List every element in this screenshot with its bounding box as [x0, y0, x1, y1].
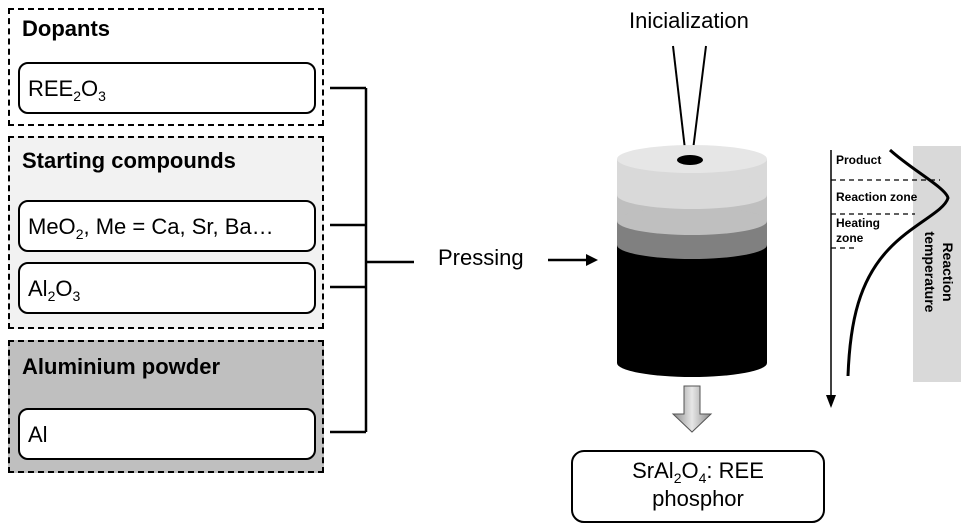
al-box: Al [18, 408, 316, 460]
pressing-label: Pressing [438, 245, 524, 270]
meo2-pre: MeO [28, 214, 76, 239]
pressing-arrow [548, 254, 598, 266]
reaction-cylinder [617, 145, 767, 377]
al2o3-box: Al2O3 [18, 262, 316, 314]
dopants-group: Dopants REE2O3 [8, 8, 324, 126]
ignition-point [677, 155, 703, 165]
result-line2: phosphor [652, 486, 744, 511]
result-mid: O [681, 458, 699, 483]
zone-reaction: Reaction zone [836, 190, 918, 204]
temp-label-line1: Reaction [940, 242, 956, 302]
ree2o3-base: REE [28, 76, 74, 101]
dopants-title: Dopants [22, 16, 110, 41]
ree2o3-sub2: 3 [98, 88, 106, 104]
result-pre: SrAl [632, 458, 674, 483]
temperature-profile [826, 146, 961, 408]
al2o3-base: Al [28, 276, 48, 301]
ignition-label: Inicialization [629, 8, 749, 33]
al2o3-sub2: 3 [72, 288, 81, 304]
ree2o3-sub1: 2 [73, 88, 82, 104]
reaction-temperature-label: Reaction temperature [917, 224, 957, 320]
starting-compounds-title: Starting compounds [22, 148, 236, 173]
zone-product: Product [836, 153, 882, 167]
result-line1: SrAl2O4: REE [572, 457, 824, 485]
zone-heating-2: zone [836, 231, 864, 245]
aluminium-powder-group: Aluminium powder Al [8, 340, 324, 473]
ree2o3-mid: O [81, 76, 99, 101]
al2o3-sub1: 2 [47, 288, 56, 304]
result-sub2: 4 [698, 470, 707, 486]
result-sub1: 2 [673, 470, 682, 486]
starting-compounds-group: Starting compounds MeO2, Me = Ca, Sr, Ba… [8, 136, 324, 329]
meo2-box: MeO2, Me = Ca, Sr, Ba… [18, 200, 316, 252]
result-post: : REE [706, 458, 764, 483]
result-label: SrAl2O4: REE phosphor [572, 457, 824, 513]
result-box [571, 450, 825, 523]
ignition-wires [672, 45, 707, 159]
ree2o3-box: REE2O3 [18, 62, 316, 114]
bracket-connector [330, 86, 414, 434]
temperature-curve [846, 148, 950, 377]
temp-label-line2: temperature [922, 231, 938, 313]
meo2-sub: 2 [75, 226, 84, 242]
al-label: Al [28, 422, 48, 447]
down-arrow-icon [671, 385, 713, 433]
al2o3-mid: O [55, 276, 73, 301]
aluminium-powder-title: Aluminium powder [22, 354, 220, 379]
meo2-post: , Me = Ca, Sr, Ba… [83, 214, 274, 239]
zone-heating: Heating [836, 216, 881, 230]
